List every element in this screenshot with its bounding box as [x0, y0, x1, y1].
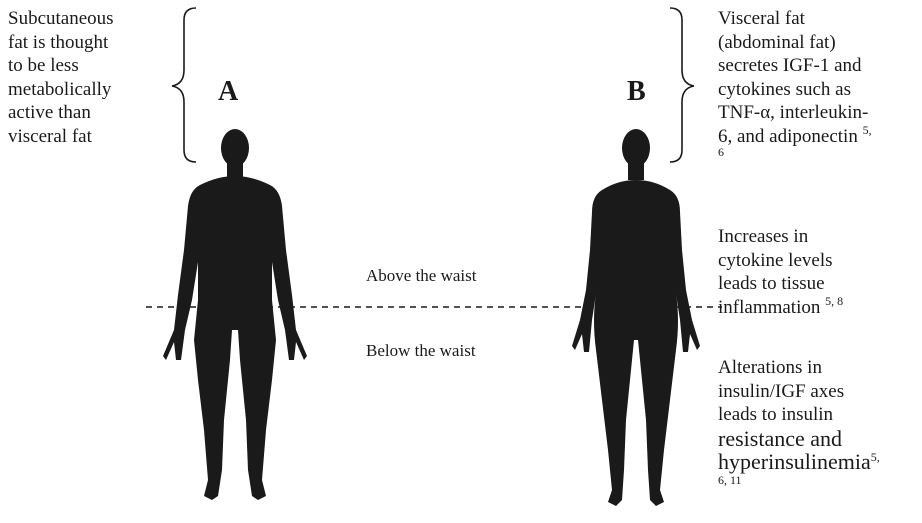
left-curly-brace: [172, 8, 196, 162]
silhouette-b: [572, 129, 700, 506]
silhouette-a: [163, 129, 307, 500]
right-curly-brace: [670, 8, 694, 162]
